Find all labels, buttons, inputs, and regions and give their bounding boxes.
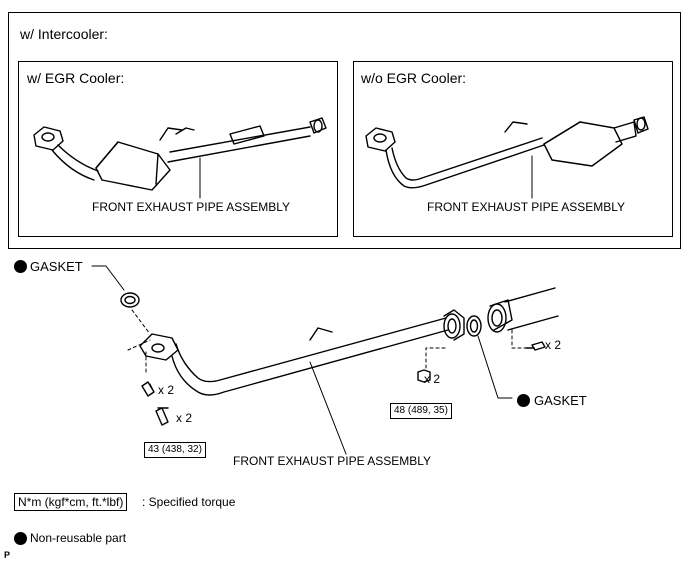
- egr-pipe-label: FRONT EXHAUST PIPE ASSEMBLY: [92, 200, 291, 214]
- stud-quantity: x 2: [158, 383, 175, 397]
- egr-cooler-title: w/ EGR Cooler:: [27, 70, 125, 86]
- torque-unit-legend-box: N*m (kgf*cm, ft.*lbf): [14, 493, 128, 511]
- no-egr-cooler-panel: [353, 61, 673, 237]
- gasket-right-label: GASKET: [534, 393, 587, 408]
- non-reusable-legend-desc: Non-reusable part: [30, 531, 127, 545]
- pipe-assembly-label: FRONT EXHAUST PIPE ASSEMBLY: [233, 454, 432, 468]
- bolt-quantity: x 2: [176, 411, 193, 425]
- main-pipe-drawing: [91, 265, 559, 455]
- corner-mark: P: [4, 550, 11, 560]
- non-reusable-legend-icon: [14, 532, 27, 545]
- torque-spec-right: 48 (489, 35): [390, 403, 452, 419]
- egr-cooler-panel: [18, 61, 338, 237]
- no-egr-pipe-drawing: [365, 116, 649, 199]
- intercooler-variant-box: [8, 12, 681, 249]
- nut-quantity: x 2: [424, 372, 441, 386]
- torque-legend-desc: : Specified torque: [142, 495, 236, 509]
- no-egr-cooler-title: w/o EGR Cooler:: [361, 70, 467, 86]
- no-egr-pipe-label: FRONT EXHAUST PIPE ASSEMBLY: [427, 200, 626, 214]
- intercooler-title: w/ Intercooler:: [20, 26, 108, 42]
- bolt-right-quantity: x 2: [545, 338, 562, 352]
- egr-pipe-drawing: [33, 117, 327, 199]
- gasket-top-label: GASKET: [30, 259, 83, 274]
- torque-spec-left: 43 (438, 32): [144, 442, 206, 458]
- non-reusable-mark-icon: [517, 394, 530, 407]
- non-reusable-mark-icon: [14, 260, 27, 273]
